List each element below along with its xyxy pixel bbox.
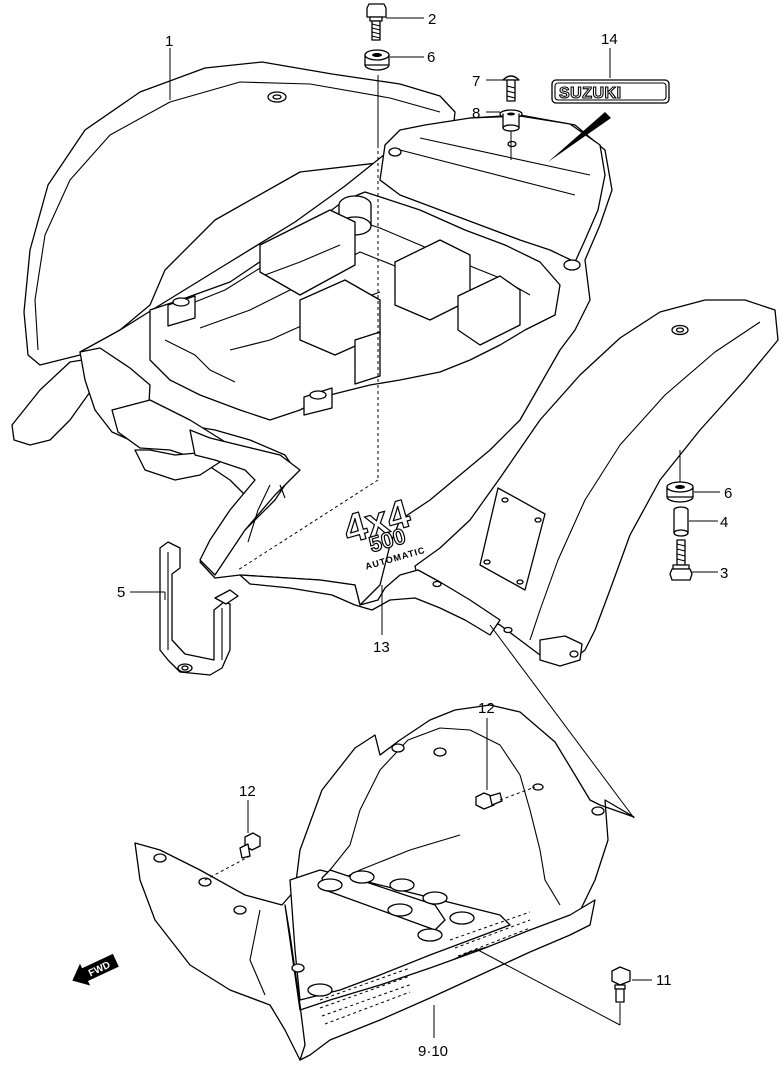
tread-dots [319,911,531,1025]
callout-labels: 1 2 6 7 8 14 6 4 3 5 13 12 12 11 9·10 [117,11,732,1060]
footrest-part-9-10 [134,704,635,1061]
collar-part-8 [499,109,523,132]
fwd-direction-arrow: FWD [72,953,119,986]
suzuki-emblem-part-14: SUZUKI [548,79,670,162]
grommet-part-6-right [666,481,694,503]
bolt-part-3 [669,539,693,581]
callout-12-right: 12 [478,700,495,717]
callout-8: 8 [472,105,480,122]
callout-13: 13 [373,639,390,656]
callout-7: 7 [472,73,480,90]
rear-fender-part-1: 4x4 500 AUTOMATIC [11,61,779,667]
callout-11: 11 [656,972,672,989]
screw-part-7 [502,75,520,102]
callout-1: 1 [165,33,173,50]
callout-6-top: 6 [427,49,435,66]
emblem-suzuki-text: SUZUKI [559,85,622,102]
fwd-text: FWD [87,960,112,980]
bolt-part-12-left [239,832,261,859]
callout-12-left: 12 [239,783,256,800]
callout-14: 14 [601,31,618,48]
callout-4: 4 [720,514,728,531]
bracket-part-5 [159,541,239,676]
callout-2: 2 [428,11,436,28]
callout-3: 3 [720,565,728,582]
bolt-part-12-right [475,792,503,810]
grommet-part-6-top [364,49,390,71]
callout-5: 5 [117,584,125,601]
bolt-part-11 [611,966,631,1003]
leader-lines [130,17,720,1038]
callout-6-right: 6 [724,485,732,502]
callout-9-10: 9·10 [418,1043,448,1060]
spacer-part-4 [673,506,689,537]
4x4-500-automatic-decal: 4x4 500 AUTOMATIC [338,491,426,572]
bolt-part-2 [366,3,387,41]
